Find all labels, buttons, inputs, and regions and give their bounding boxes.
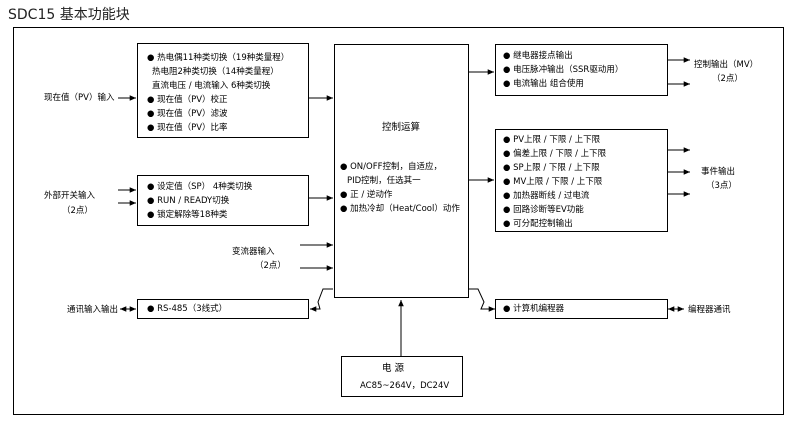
pv-item: ● 现在值（PV）比率	[147, 123, 228, 133]
event-output-count: （3点）	[706, 181, 737, 191]
event-item: ● 回路诊断等EV功能	[503, 205, 584, 215]
mv-item: ● 电流输出 组合使用	[503, 79, 584, 89]
loader-item: ● 计算机编程器	[503, 304, 565, 314]
ct-input-count: （2点）	[255, 261, 286, 271]
switch-input-label: 外部开关输入	[44, 191, 96, 201]
event-output-box: ● PV上限 / 下限 / 上下限 ● 偏差上限 / 下限 / 上下限 ● SP…	[495, 129, 668, 232]
power-title: 电 源	[382, 363, 405, 374]
event-item: ● PV上限 / 下限 / 上下限	[503, 135, 601, 145]
event-item: ● 加热器断线 / 过电流	[503, 191, 590, 201]
mv-output-count: （2点）	[712, 74, 743, 84]
event-item: ● 可分配控制输出	[503, 219, 573, 229]
loader-comm-label: 编程器通讯	[688, 305, 731, 315]
zigzag-rs485	[310, 288, 333, 312]
comm-io-label: 通讯输入输出	[67, 305, 119, 315]
ct-input-label: 变流器输入	[232, 247, 275, 257]
pv-item: ● 现在值（PV）滤波	[147, 109, 228, 119]
mv-output-box: ● 继电器接点输出 ● 电压脉冲输出（SSR驱动用） ● 电流输出 组合使用	[495, 44, 668, 96]
sp-item: ● RUN / READY切换	[147, 196, 230, 206]
page-title: SDC15 基本功能块	[8, 7, 130, 23]
sp-item: ● 锁定解除等18种类	[147, 210, 228, 220]
pv-item: ● 现在值（PV）校正	[147, 95, 228, 105]
event-item: ● 偏差上限 / 下限 / 上下限	[503, 149, 607, 159]
pv-function-box: ● 热电偶11种类切换（19种类量程） 热电阻2种类切换（14种类量程） 直流电…	[137, 43, 309, 138]
control-operation-box: 控制运算 ● ON/OFF控制，自适应， PID控制，任选其一 ● 正 / 逆动…	[334, 44, 469, 298]
mv-item: ● 电压脉冲输出（SSR驱动用）	[503, 65, 624, 75]
event-item: ● MV上限 / 下限 / 上下限	[503, 177, 603, 187]
switch-input-count: （2点）	[62, 206, 93, 216]
pv-item: 热电阻2种类切换（14种类量程）	[152, 67, 279, 77]
control-item: PID控制，任选其一	[347, 176, 421, 186]
sp-item: ● 设定值（SP） 4种类切换	[147, 182, 253, 192]
rs485-item: ● RS-485（3线式）	[147, 304, 228, 314]
rs485-box: ● RS-485（3线式）	[137, 299, 309, 319]
pv-input-label: 现在值（PV）输入	[44, 93, 115, 103]
power-box: 电 源 AC85~264V，DC24V	[341, 356, 463, 397]
mv-output-label: 控制输出（MV）	[694, 60, 759, 70]
pv-item: 直流电压 / 电流输入 6种类切换	[152, 81, 271, 91]
mv-item: ● 继电器接点输出	[503, 51, 573, 61]
control-title: 控制运算	[382, 122, 421, 133]
diagram-frame	[13, 27, 784, 415]
control-item: ● ON/OFF控制，自适应，	[340, 162, 443, 172]
sp-function-box: ● 设定值（SP） 4种类切换 ● RUN / READY切换 ● 锁定解除等1…	[137, 175, 309, 226]
zigzag-loader	[469, 288, 495, 312]
event-item: ● SP上限 / 下限 / 上下限	[503, 163, 600, 173]
control-item: ● 正 / 逆动作	[340, 190, 393, 200]
pv-item: ● 热电偶11种类切换（19种类量程）	[147, 53, 290, 63]
event-output-label: 事件输出	[701, 167, 736, 177]
power-spec: AC85~264V，DC24V	[360, 381, 450, 391]
loader-box: ● 计算机编程器	[495, 299, 668, 319]
control-item: ● 加热冷却（Heat/Cool）动作	[340, 204, 460, 214]
